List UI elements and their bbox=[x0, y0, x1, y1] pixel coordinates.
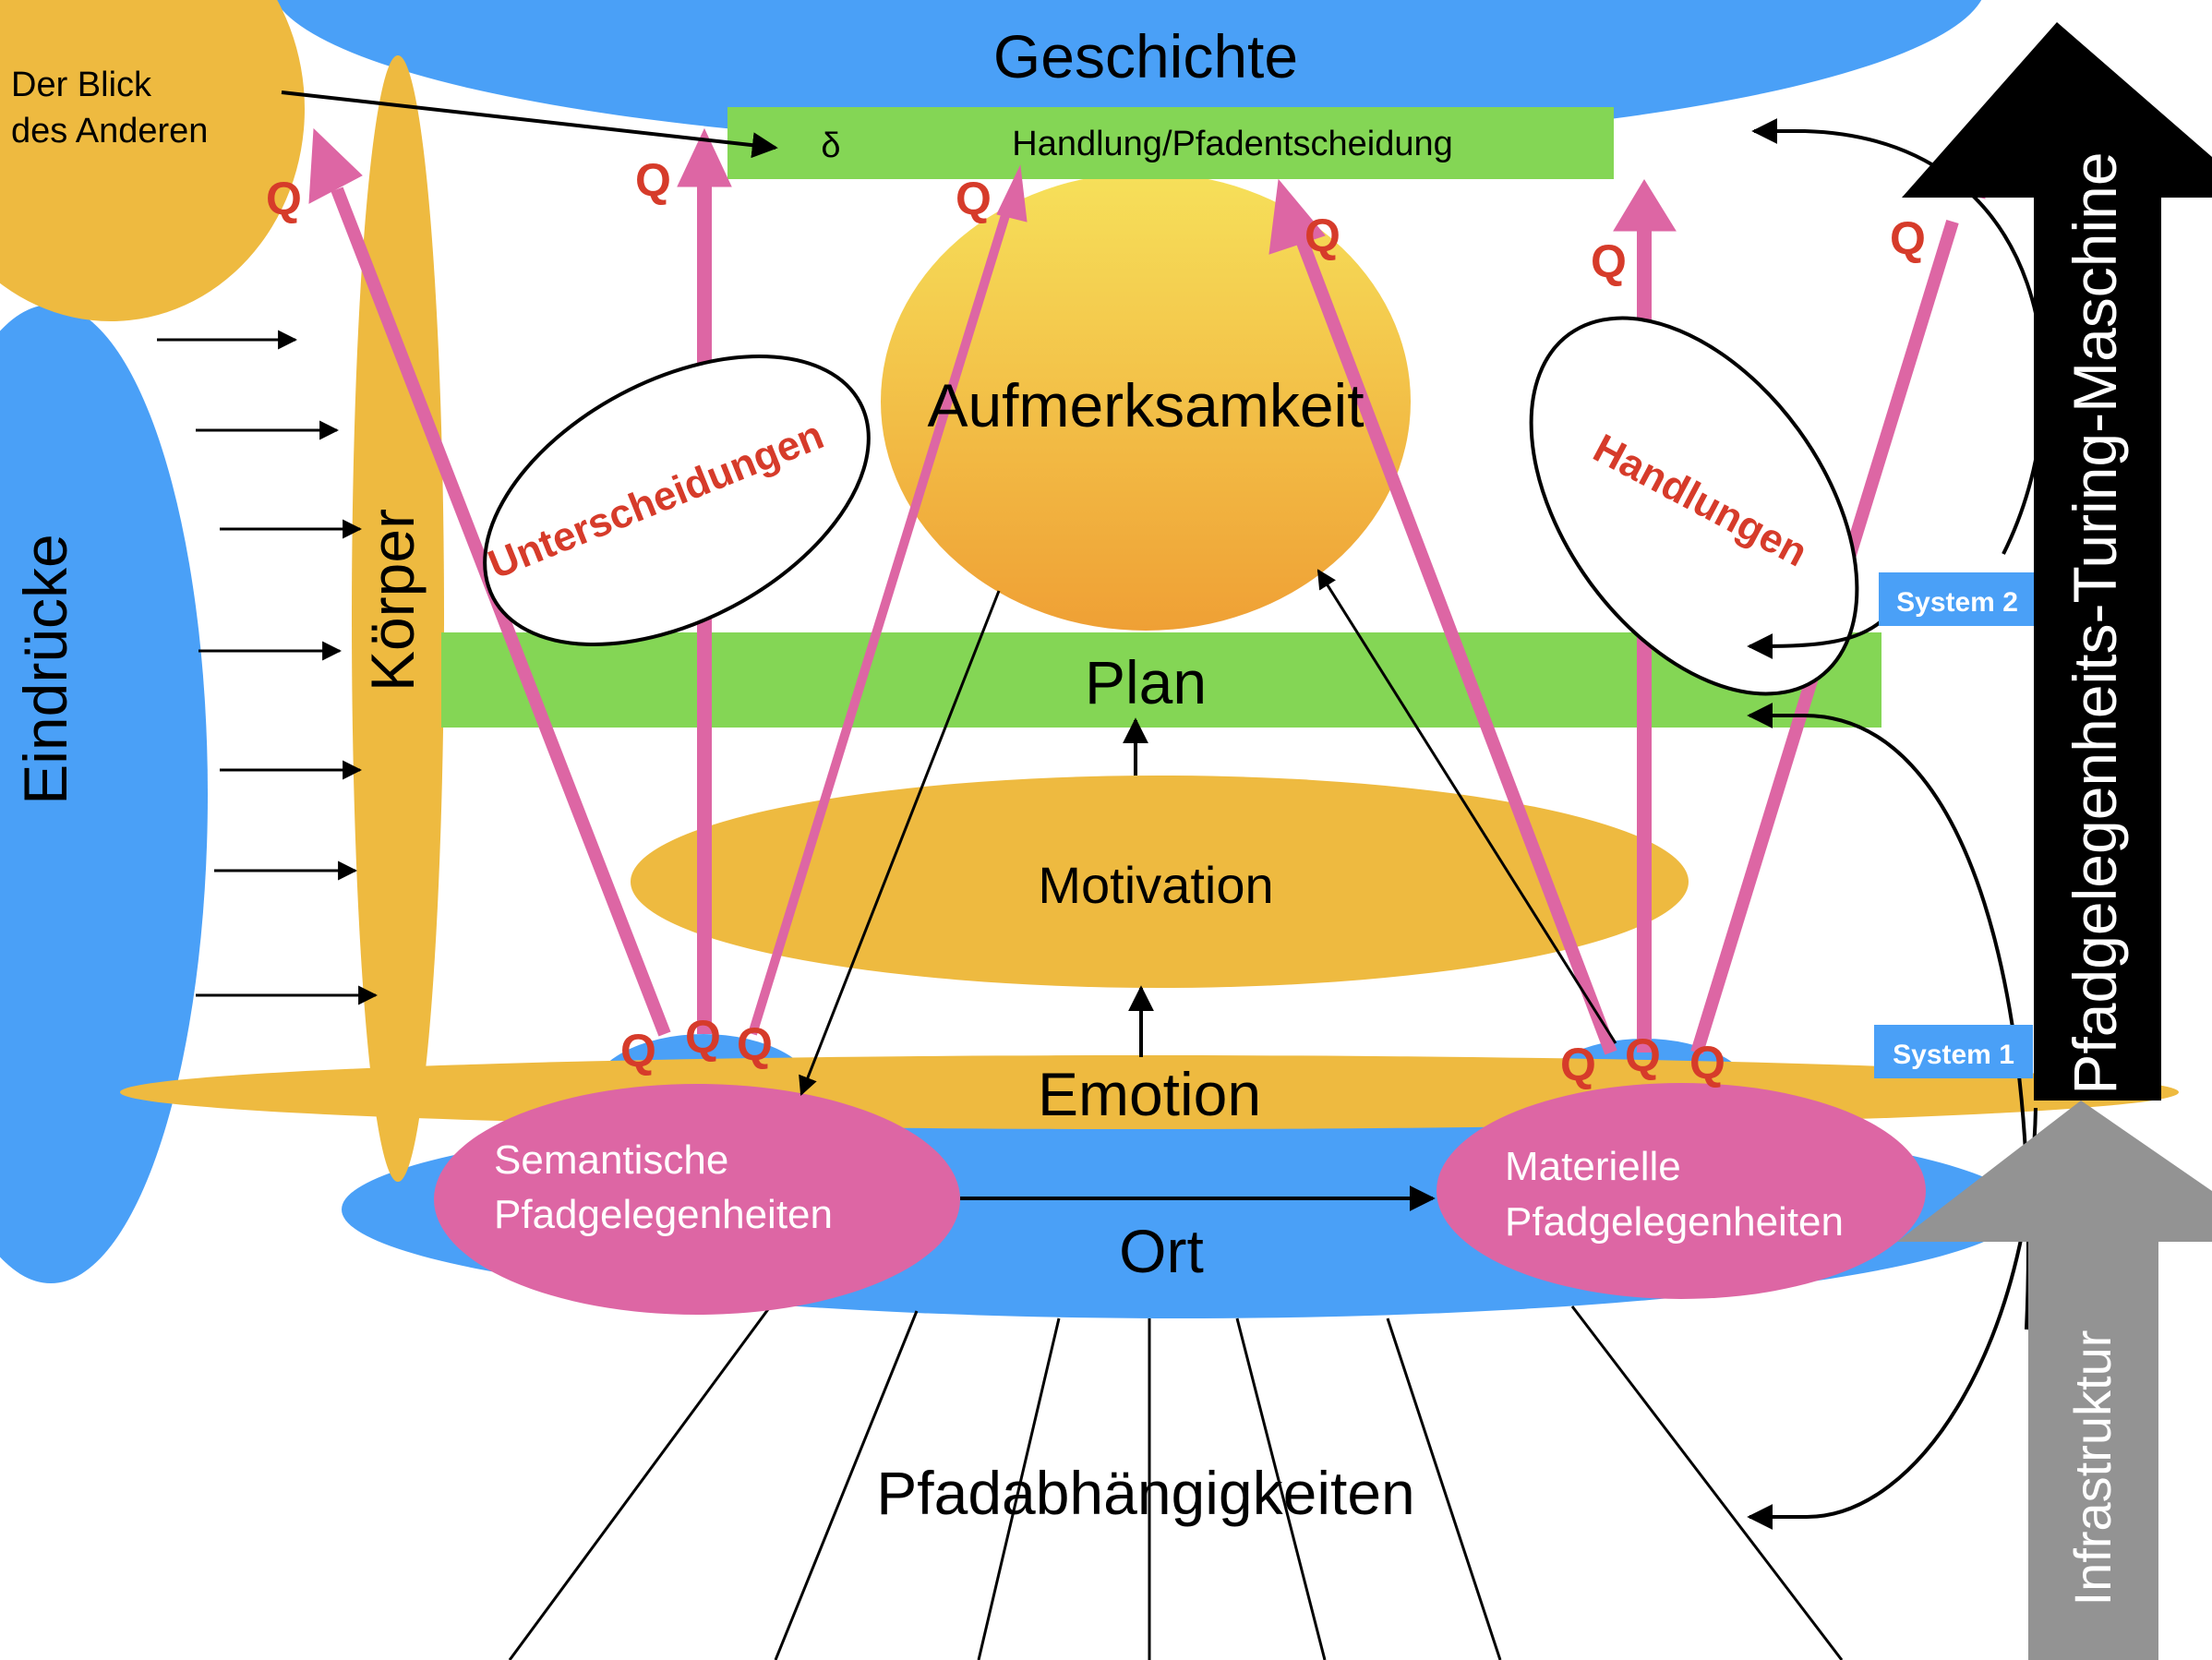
handlungen-shape bbox=[1529, 316, 1859, 696]
pink-arrow-head bbox=[308, 127, 363, 204]
pink-arrow bbox=[748, 211, 1011, 1036]
ort-label: Ort bbox=[1119, 1217, 1204, 1285]
materielle-label-1: Materielle bbox=[1505, 1144, 1681, 1189]
motivation-label: Motivation bbox=[1038, 856, 1273, 914]
material-to-att-arrow bbox=[1316, 569, 1617, 1044]
pink-arrow bbox=[1295, 237, 1617, 1055]
q-label: Q bbox=[1304, 210, 1340, 261]
path-line bbox=[1570, 1305, 1844, 1660]
aufmerksamkeit-label: Aufmerksamkeit bbox=[927, 371, 1364, 439]
materielle-shape bbox=[1437, 1083, 1926, 1299]
der-blick-shape bbox=[0, 0, 305, 321]
handlung-shape bbox=[727, 107, 1614, 179]
plan-label: Plan bbox=[1085, 648, 1207, 716]
koerper-label: Körper bbox=[358, 509, 427, 692]
path-line bbox=[508, 1301, 775, 1660]
system2-badge bbox=[1879, 572, 2036, 626]
handlung-label: Handlung/Pfadentscheidung bbox=[1012, 125, 1453, 163]
q-label: Q bbox=[1591, 235, 1627, 287]
path-line bbox=[1235, 1317, 1327, 1660]
q-label: Q bbox=[1689, 1037, 1725, 1089]
q-label: Q bbox=[1560, 1039, 1596, 1090]
q-label: Q bbox=[266, 173, 302, 224]
semantische-label-2: Pfadgelegenheiten bbox=[494, 1192, 833, 1237]
q-label: Q bbox=[1625, 1029, 1661, 1081]
pfadabhaengigkeiten-lines bbox=[508, 1301, 1844, 1660]
der-blick-label-2: des Anderen bbox=[11, 112, 208, 150]
pink-arrow-head bbox=[677, 127, 732, 187]
q-labels: Q Q Q Q Q Q Q Q Q Q Q Q bbox=[266, 154, 1926, 1090]
geschichte-label: Geschichte bbox=[993, 22, 1298, 90]
feedback-curve-top bbox=[1751, 118, 2046, 555]
materielle-label-2: Pfadgelegenheiten bbox=[1505, 1199, 1844, 1245]
infrastruktur-arrow-shape bbox=[1897, 1101, 2212, 1660]
semantische-label-1: Semantische bbox=[494, 1137, 728, 1183]
koerper-shape bbox=[352, 55, 444, 1182]
system1-badge bbox=[1874, 1025, 2033, 1078]
pink-arrow-head bbox=[1268, 178, 1326, 255]
pfadabhaengigkeiten-label: Pfadabhängigkeiten bbox=[876, 1459, 1415, 1527]
system2-label: System 2 bbox=[1896, 587, 2018, 618]
path-line bbox=[1386, 1317, 1502, 1660]
path-line bbox=[774, 1310, 919, 1660]
path-line bbox=[977, 1317, 1061, 1660]
eindruecke-label: Eindrücke bbox=[11, 534, 79, 805]
eindruecke-shape bbox=[0, 305, 208, 1283]
q-label: Q bbox=[635, 154, 671, 206]
turing-label: Pfadgelegenheits-Turing-Maschine bbox=[2061, 151, 2129, 1094]
turing-arrow-shape bbox=[1902, 22, 2212, 1101]
unterscheidungen-shape bbox=[483, 355, 871, 646]
system1-label: System 1 bbox=[1893, 1040, 2014, 1070]
infrastruktur-label: Infrastruktur bbox=[2063, 1330, 2122, 1606]
semantische-shape bbox=[434, 1084, 960, 1315]
att-to-semantic-arrow bbox=[799, 590, 1001, 1096]
pink-arrow-head bbox=[996, 164, 1028, 223]
der-blick-label-1: Der Blick bbox=[11, 66, 152, 104]
q-label: Q bbox=[685, 1011, 721, 1063]
aufmerksamkeit-shape bbox=[881, 173, 1411, 631]
blick-to-delta-arrow bbox=[281, 90, 778, 159]
q-label: Q bbox=[1890, 212, 1926, 264]
q-label: Q bbox=[737, 1018, 773, 1070]
delta-label: δ bbox=[821, 126, 840, 165]
q-label: Q bbox=[620, 1025, 656, 1077]
q-label: Q bbox=[956, 173, 992, 224]
emotion-label: Emotion bbox=[1038, 1060, 1261, 1128]
pink-arrow-head bbox=[1613, 179, 1677, 232]
motivation-shape bbox=[631, 776, 1689, 988]
